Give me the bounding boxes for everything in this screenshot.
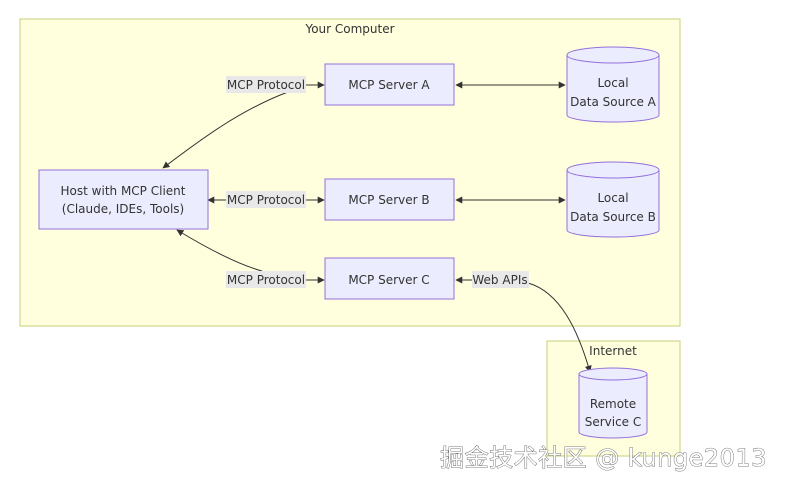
edge-server-c-remote-label: Web APIs xyxy=(472,273,527,287)
edge-host-server-b-label-bg xyxy=(226,191,306,208)
node-data-source-a-line2: Data Source A xyxy=(570,95,656,109)
node-host-line2: (Claude, IDEs, Tools) xyxy=(62,202,184,216)
node-server-c[interactable]: MCP Server C xyxy=(324,257,455,300)
edge-host-server-a: MCP Protocol xyxy=(162,76,325,169)
group-internet-label: Internet xyxy=(589,344,637,358)
edge-host-server-c-label: MCP Protocol xyxy=(227,273,305,287)
edge-host-server-c-label-bg xyxy=(226,271,306,288)
node-remote-service-c-line2: Service C xyxy=(585,415,642,429)
watermark-text: 掘金技术社区 @ kunge2013 xyxy=(440,444,767,472)
group-your-computer-label: Your Computer xyxy=(304,22,394,36)
edge-host-server-a-label: MCP Protocol xyxy=(227,78,305,92)
node-host-line1: Host with MCP Client xyxy=(61,184,186,198)
node-server-a[interactable]: MCP Server A xyxy=(324,63,455,106)
edge-server-c-remote-label-bg xyxy=(472,271,529,288)
node-host[interactable]: Host with MCP Client (Claude, IDEs, Tool… xyxy=(38,169,209,230)
node-data-source-a-line1: Local xyxy=(597,76,628,90)
node-server-b[interactable]: MCP Server B xyxy=(324,178,455,221)
node-remote-service-c-line1: Remote xyxy=(590,397,636,411)
node-data-source-b-line1: Local xyxy=(597,191,628,205)
edge-server-c-remote: Web APIs xyxy=(455,271,592,373)
edge-host-server-b: MCP Protocol xyxy=(207,191,325,208)
edge-host-server-c-path-lower xyxy=(176,229,263,272)
node-data-source-a[interactable]: Local Data Source A xyxy=(566,46,660,123)
node-remote-service-c[interactable]: Remote Service C xyxy=(578,367,648,439)
edge-host-server-a-path-lower xyxy=(162,91,289,169)
edge-host-server-c: MCP Protocol xyxy=(176,229,325,288)
node-server-b-label: MCP Server B xyxy=(348,193,429,207)
node-server-a-label: MCP Server A xyxy=(348,78,430,92)
edge-host-server-a-label-bg xyxy=(226,76,306,93)
node-data-source-b-line2: Data Source B xyxy=(570,210,656,224)
node-server-c-label: MCP Server C xyxy=(348,273,429,287)
node-data-source-b[interactable]: Local Data Source B xyxy=(566,161,660,238)
edge-host-server-b-label: MCP Protocol xyxy=(227,193,305,207)
edge-server-c-remote-path-right xyxy=(527,282,592,373)
